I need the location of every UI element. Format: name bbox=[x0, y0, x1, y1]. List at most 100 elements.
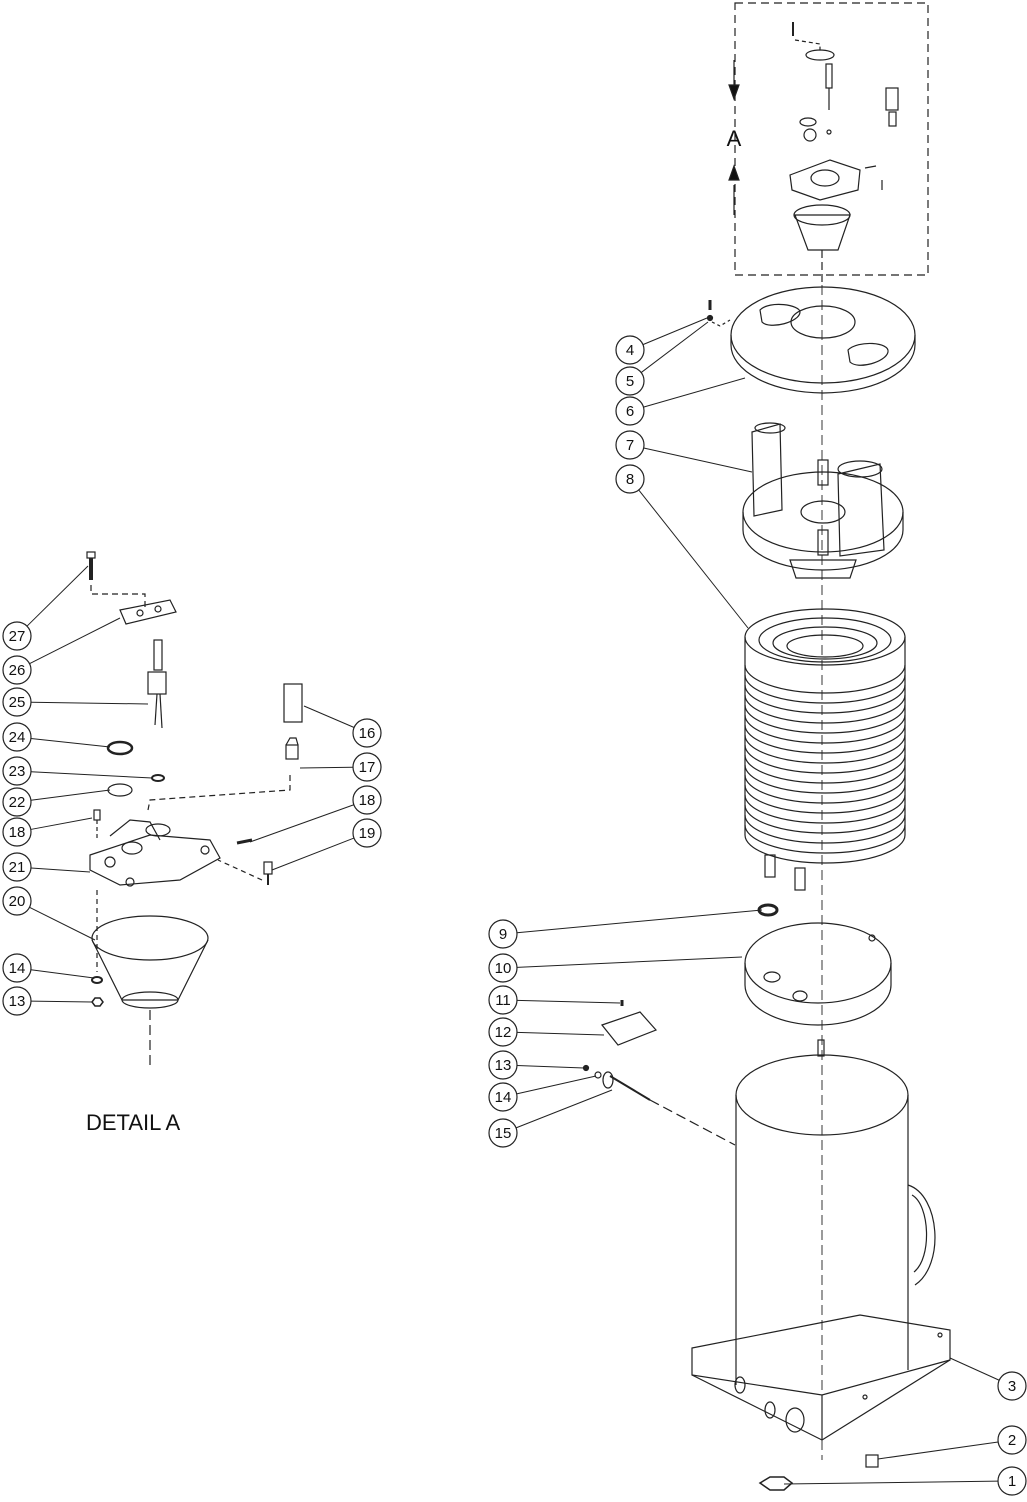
callout-circle bbox=[352, 718, 382, 748]
callout-circle bbox=[488, 985, 518, 1015]
callout-c10: 10 bbox=[488, 953, 518, 983]
leader-line-c26 bbox=[29, 617, 121, 665]
callout-c4: 4 bbox=[615, 335, 645, 365]
callout-circle bbox=[615, 430, 645, 460]
section-arrowhead-top bbox=[728, 84, 740, 101]
callout-circle bbox=[2, 953, 32, 983]
leader-line-c13b bbox=[30, 1000, 93, 1003]
callout-number: 19 bbox=[359, 825, 376, 842]
callout-c27: 27 bbox=[2, 621, 32, 651]
callout-number: 16 bbox=[359, 725, 376, 742]
callout-circle bbox=[2, 986, 32, 1016]
top-plate bbox=[730, 286, 916, 394]
leader-line-c22 bbox=[30, 789, 111, 801]
callout-number: 4 bbox=[626, 342, 634, 359]
callout-number: 25 bbox=[9, 694, 26, 711]
callout-circle bbox=[2, 852, 32, 882]
combustion-chamber bbox=[735, 1039, 936, 1385]
leader-line-c12 bbox=[516, 1031, 605, 1036]
leader-line-c14b bbox=[30, 969, 95, 979]
callout-c24: 24 bbox=[2, 722, 32, 752]
callout-circle bbox=[352, 752, 382, 782]
section-letter: A bbox=[727, 126, 742, 151]
callout-circle bbox=[488, 1017, 518, 1047]
callout-number: 2 bbox=[1008, 1432, 1016, 1449]
callout-circle bbox=[2, 655, 32, 685]
callout-c26: 26 bbox=[2, 655, 32, 685]
callout-circle bbox=[2, 817, 32, 847]
callout-c21: 21 bbox=[2, 852, 32, 882]
heat-exchanger-coil bbox=[744, 608, 906, 891]
leader-line-c15 bbox=[515, 1089, 613, 1129]
leader-line-c27 bbox=[26, 565, 89, 627]
detail-a-title: DETAIL A bbox=[86, 1110, 180, 1135]
leader-line-c17 bbox=[299, 766, 354, 769]
callout-circle bbox=[615, 464, 645, 494]
callout-number: 21 bbox=[9, 859, 26, 876]
callout-number: 27 bbox=[9, 628, 26, 645]
callout-c19: 19 bbox=[352, 818, 382, 848]
callout-circle bbox=[2, 886, 32, 916]
callout-number: 22 bbox=[9, 794, 26, 811]
leader-line-c3 bbox=[949, 1357, 1000, 1381]
callout-number: 11 bbox=[495, 992, 511, 1009]
callout-c14b: 14 bbox=[2, 953, 32, 983]
leader-line-c20 bbox=[29, 906, 96, 941]
callout-c3: 3 bbox=[997, 1371, 1027, 1401]
callout-c25: 25 bbox=[2, 687, 32, 717]
leader-line-c18b bbox=[30, 817, 93, 830]
callout-number: 15 bbox=[495, 1125, 512, 1142]
hex-nut bbox=[758, 1476, 794, 1491]
detail-a-inset bbox=[728, 2, 929, 285]
leader-line-c2 bbox=[877, 1441, 999, 1460]
callout-circle bbox=[997, 1466, 1027, 1496]
section-arrowhead-bottom bbox=[728, 164, 740, 181]
callout-circle bbox=[615, 335, 645, 365]
callout-number: 3 bbox=[1008, 1378, 1016, 1395]
callout-circle bbox=[2, 621, 32, 651]
leader-line-c24 bbox=[30, 737, 111, 748]
leader-line-c1 bbox=[783, 1480, 999, 1485]
detail-frame bbox=[734, 2, 929, 276]
callout-number: 12 bbox=[495, 1024, 512, 1041]
callout-circle bbox=[352, 785, 382, 815]
callout-number: 23 bbox=[9, 763, 26, 780]
callout-number: 6 bbox=[626, 403, 634, 420]
callout-c5: 5 bbox=[615, 366, 645, 396]
callout-number: 1 bbox=[1008, 1473, 1016, 1490]
callout-circle bbox=[2, 756, 32, 786]
sensor-assembly bbox=[582, 1000, 736, 1146]
detail-a-exploded bbox=[86, 551, 303, 1065]
leader-line-c9 bbox=[516, 909, 763, 934]
callout-c9: 9 bbox=[488, 919, 518, 949]
callout-c2: 2 bbox=[997, 1425, 1027, 1455]
callout-number: 8 bbox=[626, 471, 634, 488]
leader-line-c5 bbox=[640, 321, 709, 373]
callout-number: 17 bbox=[359, 759, 376, 776]
leader-line-c25 bbox=[30, 701, 149, 705]
callout-circle bbox=[997, 1371, 1027, 1401]
callout-circle bbox=[488, 953, 518, 983]
leader-line-c10 bbox=[516, 956, 743, 968]
callout-c16: 16 bbox=[352, 718, 382, 748]
callout-c22: 22 bbox=[2, 787, 32, 817]
callout-c12: 12 bbox=[488, 1017, 518, 1047]
leader-line-c6 bbox=[643, 377, 746, 408]
callout-number: 9 bbox=[499, 926, 507, 943]
leader-line-c19 bbox=[271, 837, 355, 871]
callout-number: 20 bbox=[9, 893, 26, 910]
leader-line-c13a bbox=[516, 1065, 585, 1069]
base-pan bbox=[691, 1314, 951, 1441]
drain-plug bbox=[865, 1454, 879, 1468]
callout-circle bbox=[352, 818, 382, 848]
callout-number: 26 bbox=[9, 662, 26, 679]
leader-line-c14a bbox=[516, 1075, 597, 1095]
callout-circle bbox=[488, 1082, 518, 1112]
callout-c13a: 13 bbox=[488, 1050, 518, 1080]
callout-number: 5 bbox=[626, 373, 634, 390]
callout-circle bbox=[615, 396, 645, 426]
callout-number: 18 bbox=[9, 824, 26, 841]
leader-line-c7 bbox=[643, 447, 753, 473]
